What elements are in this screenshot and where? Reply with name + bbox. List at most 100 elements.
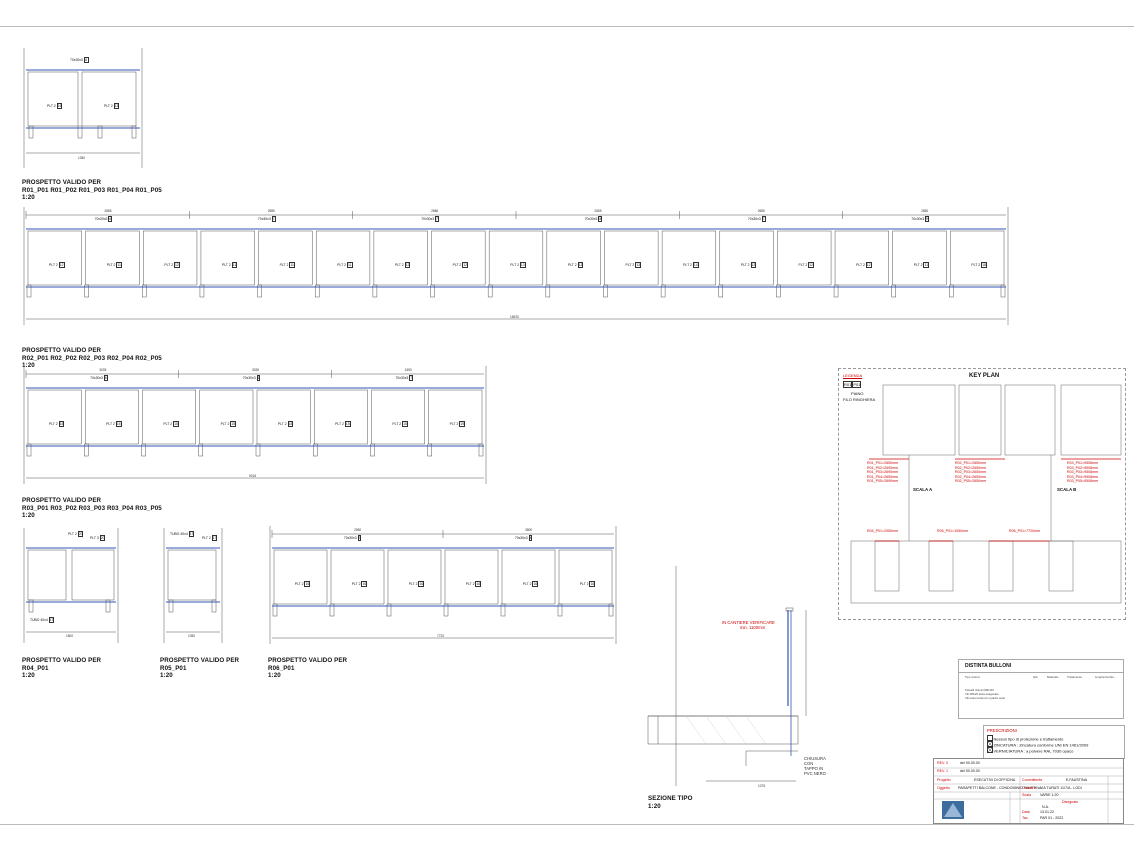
- prescr-r2: ZINCATURA : Zincatura conforme UNI EN 14…: [993, 742, 1089, 748]
- plt-number: 16: [418, 581, 425, 587]
- e5-label: PROSPETTO VALIDO PER R04_P01 1:20: [22, 657, 101, 680]
- post-base: [141, 443, 146, 457]
- elevation-r06-drawing: [269, 526, 617, 644]
- plt-number: 11: [289, 262, 295, 268]
- plt-number: 12: [404, 262, 411, 268]
- prog-value: ESECUTIVI DI OFFICINA: [974, 778, 1016, 782]
- section-tag-n: 7: [435, 216, 439, 222]
- panel: [200, 230, 255, 286]
- e7-label-l1: PROSPETTO VALIDO PER: [268, 657, 348, 664]
- e2-label: PROSPETTO VALIDO PER R01_P01 R01_P02 R01…: [22, 179, 162, 202]
- plt-number: 15: [230, 421, 237, 427]
- plt-number: 15: [287, 421, 294, 427]
- plt-label: PLT 2 14: [683, 262, 699, 268]
- post-base: [891, 284, 896, 298]
- panel: [950, 230, 1005, 286]
- elevation-top-small: 70x30x3 6 PLT 2 16 PLT 2 15 1350: [22, 48, 147, 170]
- panel: [371, 389, 425, 445]
- plt-number: 17: [211, 535, 218, 541]
- plt-label: PLT 2 15: [163, 421, 179, 427]
- post-base: [608, 603, 614, 617]
- section-tag-n: 3: [357, 535, 362, 541]
- post-base: [430, 284, 435, 298]
- plt-number: 13: [635, 262, 641, 268]
- section-tag: 70x30x3 7: [257, 216, 276, 222]
- plt-label: PLT 2 11: [913, 262, 929, 268]
- panel: [661, 230, 717, 286]
- panel: [444, 549, 499, 605]
- plt-number: 16: [56, 103, 63, 109]
- post-base: [370, 443, 375, 457]
- legend-l2: FILO RINGHIERA: [843, 397, 876, 402]
- panel: [387, 549, 442, 605]
- plt-label: PLT 2 15: [392, 421, 408, 427]
- key-plan-title: KEY PLAN: [969, 373, 1000, 379]
- plt-number: 16: [589, 581, 596, 587]
- section-scale: 1:20: [648, 802, 661, 810]
- post-base: [660, 284, 666, 298]
- post-base: [313, 443, 318, 457]
- elevation-r04-drawing: [23, 528, 119, 643]
- post-base: [26, 284, 32, 298]
- plt-label: PLT 2 11: [279, 262, 295, 268]
- plt-number: 20: [99, 535, 106, 541]
- plt-number: 19: [459, 421, 466, 427]
- plt-number: 15: [402, 421, 408, 427]
- plt-number: 13: [577, 262, 584, 268]
- tube-number: 17: [188, 531, 195, 537]
- plt-label: PLT 2 12: [798, 262, 814, 268]
- title-block: REV. 0 del 00.00.00 REV. 1 del 00.00.00 …: [933, 758, 1124, 824]
- panel: [428, 389, 483, 445]
- section-note-verify: IN CANTIERE VERIFICARE min. 1100mm: [722, 620, 775, 630]
- plt-number: 15: [173, 421, 179, 427]
- comm-value: E.FAUSTINA: [1066, 778, 1087, 782]
- plt-number: 12: [462, 262, 469, 268]
- red-a-4: R01_P05=2690mm: [867, 479, 899, 484]
- section-note-cap: CHIUSURA CON TAPPO IN PVC NERO: [804, 756, 826, 776]
- bulloni-r2: Viti M8x20 testa esagonale: [965, 692, 999, 696]
- panel: [258, 230, 313, 286]
- red-a-0: R01_P01=2650mm: [867, 461, 899, 465]
- prog-label: Progetto: [937, 778, 951, 782]
- top-dim: 2686: [104, 209, 112, 213]
- red-d: R04_P01=2050mm: [867, 529, 899, 533]
- section-tag: 70x30x3 8: [584, 216, 603, 222]
- panel: [85, 230, 140, 286]
- rev1-date: del 00.00.00: [960, 769, 980, 773]
- section-tag: 70x30x3 6: [90, 375, 108, 381]
- elevation-top-small-drawing: [23, 48, 143, 168]
- panel: [27, 230, 82, 286]
- section-tag: 70x30x3 7: [747, 216, 766, 222]
- top-dim: 2585: [267, 209, 275, 213]
- post-base: [443, 603, 449, 617]
- elevation-r02-drawing: [23, 366, 487, 484]
- post-base: [500, 603, 506, 617]
- tav-label: Tav.: [1022, 816, 1029, 820]
- e5-label-l2: R04_P01: [22, 664, 49, 672]
- post-base: [199, 284, 205, 298]
- section-tag-n: 4: [528, 535, 533, 541]
- panel: [199, 389, 254, 445]
- section-tag: 70x30x3 6: [242, 375, 261, 381]
- plt-label: PLT 2 12: [49, 262, 65, 268]
- post-base: [718, 284, 724, 298]
- section-tag-n: 7: [271, 216, 276, 222]
- plt-label: PLT 2 13: [567, 262, 584, 268]
- section-tag: 70x30x3 7: [421, 216, 439, 222]
- section-dim: 1075: [758, 784, 766, 788]
- section-tag: 70x30x3 6: [94, 216, 113, 222]
- bulloni-h4: Trattamento: [1067, 675, 1082, 679]
- plt-number: 11: [116, 262, 122, 268]
- e7-scale: 1:20: [268, 672, 281, 679]
- plt-label: PLT 2 19: [449, 421, 466, 427]
- plt-label: PLT 2 16: [522, 581, 539, 587]
- e3-label-l2: R02_P01 R02_P02 R02_P03 R02_P04 R02_P05: [22, 354, 162, 362]
- red-c-0: R03_P01=9508mm: [1067, 461, 1099, 465]
- red-c-4: R03_P05=9508mm: [1067, 479, 1099, 484]
- panel: [85, 389, 139, 445]
- post-base: [776, 284, 781, 298]
- section-tag-n: 8: [598, 216, 603, 222]
- post-base: [478, 443, 484, 457]
- plt-label: PLT 2 16: [351, 581, 368, 587]
